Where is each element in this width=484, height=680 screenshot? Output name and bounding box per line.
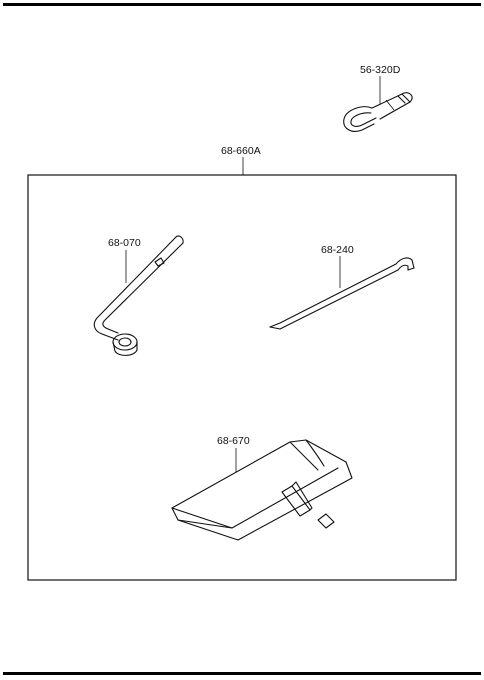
top-rule xyxy=(3,3,481,6)
kit-label: 68-660A xyxy=(221,145,261,157)
wrench-label: 68-070 xyxy=(108,237,141,249)
bar-label: 68-240 xyxy=(321,244,354,256)
kit-frame xyxy=(27,174,457,581)
tool-bag-icon xyxy=(171,439,353,541)
lug-wrench-icon xyxy=(93,235,184,356)
bottom-rule xyxy=(3,672,481,675)
pry-bar-icon xyxy=(269,257,415,330)
bag-label: 68-670 xyxy=(217,435,250,447)
hook-label: 56-320D xyxy=(360,64,401,76)
towing-hook-icon xyxy=(343,92,413,132)
